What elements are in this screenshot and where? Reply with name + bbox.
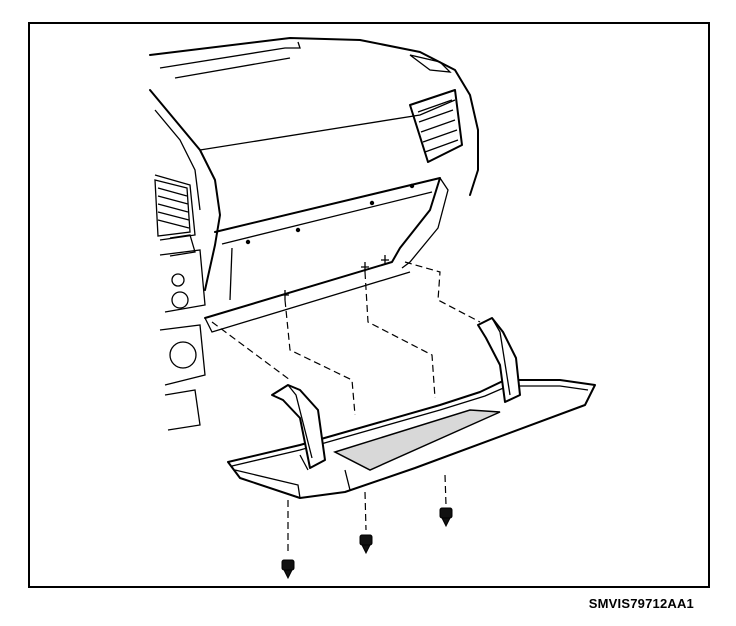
screw-2 (359, 534, 373, 555)
screw-1 (281, 559, 295, 580)
glove-box-opening (204, 177, 449, 333)
figure-frame (28, 22, 710, 588)
left-air-vent (154, 179, 191, 237)
alignment-lines (211, 261, 481, 416)
glove-box-door (227, 317, 596, 499)
right-air-vent (409, 89, 463, 163)
figure-caption: SMVIS79712AA1 (588, 596, 694, 611)
mounting-screws (281, 474, 453, 580)
instrument-panel (149, 37, 479, 431)
screw-3 (439, 507, 453, 528)
